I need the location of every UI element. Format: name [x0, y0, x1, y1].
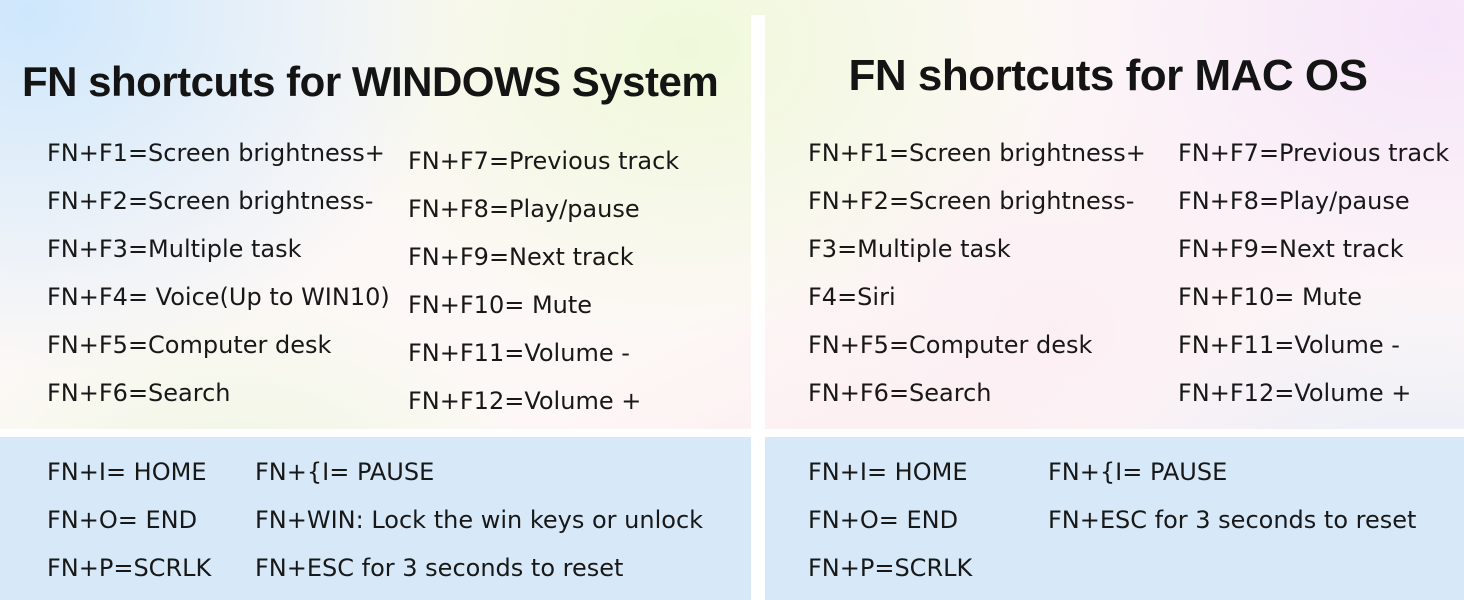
- shortcut-item: FN+ESC for 3 seconds to reset: [255, 554, 624, 582]
- shortcut-item: FN+P=SCRLK: [47, 554, 212, 582]
- shortcut-item: FN+O= END: [808, 506, 959, 534]
- shortcut-item: FN+O= END: [47, 506, 198, 534]
- shortcut-item: FN+{I= PAUSE: [255, 458, 435, 486]
- shortcut-item: FN+F1=Screen brightness+: [47, 139, 385, 167]
- shortcut-item: FN+F7=Previous track: [1178, 139, 1450, 167]
- shortcut-item: FN+F12=Volume +: [1178, 379, 1412, 407]
- shortcut-item: FN+F3=Multiple task: [47, 235, 302, 263]
- shortcut-item: FN+F9=Next track: [408, 243, 634, 271]
- shortcut-item: F4=Siri: [808, 283, 896, 311]
- mac-extra-column-1: FN+I= HOME FN+O= END FN+P=SCRLK: [808, 448, 972, 592]
- mac-panel-title: FN shortcuts for MAC OS: [848, 51, 1368, 100]
- shortcut-item: FN+I= HOME: [47, 458, 207, 486]
- shortcut-item: FN+F10= Mute: [408, 291, 593, 319]
- shortcut-item: F3=Multiple task: [808, 235, 1011, 263]
- shortcut-item: FN+F4= Voice(Up to WIN10): [47, 283, 390, 311]
- windows-extra-column-1: FN+I= HOME FN+O= END FN+P=SCRLK: [47, 448, 211, 592]
- shortcut-item: FN+F7=Previous track: [408, 147, 680, 175]
- shortcut-item: FN+F12=Volume +: [408, 387, 642, 415]
- shortcut-item: FN+I= HOME: [808, 458, 968, 486]
- shortcut-item: FN+ESC for 3 seconds to reset: [1048, 506, 1417, 534]
- shortcut-item: FN+F10= Mute: [1178, 283, 1363, 311]
- shortcut-item: FN+F5=Computer desk: [47, 331, 332, 359]
- shortcut-item: FN+P=SCRLK: [808, 554, 973, 582]
- mac-extra-column-2: FN+{I= PAUSE FN+ESC for 3 seconds to rese…: [1048, 448, 1416, 544]
- windows-extra-section-bg: [0, 437, 751, 600]
- horizontal-divider: [0, 429, 1464, 437]
- shortcut-item: FN+F11=Volume -: [408, 339, 630, 367]
- windows-fn-column-1: FN+F1=Screen brightness+ FN+F2=Screen bri…: [47, 129, 390, 417]
- shortcut-item: FN+F6=Search: [47, 379, 231, 407]
- shortcut-item: FN+F8=Play/pause: [408, 195, 640, 223]
- shortcut-item: FN+WIN: Lock the win keys or unlock: [255, 506, 704, 534]
- mac-fn-column-1: FN+F1=Screen brightness+ FN+F2=Screen bri…: [808, 129, 1146, 417]
- shortcut-item: FN+F8=Play/pause: [1178, 187, 1410, 215]
- shortcut-item: FN+{I= PAUSE: [1048, 458, 1228, 486]
- shortcut-item: FN+F6=Search: [808, 379, 992, 407]
- shortcut-item: FN+F9=Next track: [1178, 235, 1404, 263]
- vertical-divider: [751, 15, 765, 600]
- shortcut-item: FN+F1=Screen brightness+: [808, 139, 1146, 167]
- shortcut-item: FN+F5=Computer desk: [808, 331, 1093, 359]
- shortcut-item: FN+F2=Screen brightness-: [47, 187, 374, 215]
- shortcut-item: FN+F11=Volume -: [1178, 331, 1400, 359]
- windows-panel-title: FN shortcuts for WINDOWS System: [22, 58, 719, 105]
- mac-extra-section-bg: [765, 437, 1464, 600]
- shortcut-item: FN+F2=Screen brightness-: [808, 187, 1135, 215]
- windows-extra-column-2: FN+{I= PAUSE FN+WIN: Lock the win keys or…: [255, 448, 703, 592]
